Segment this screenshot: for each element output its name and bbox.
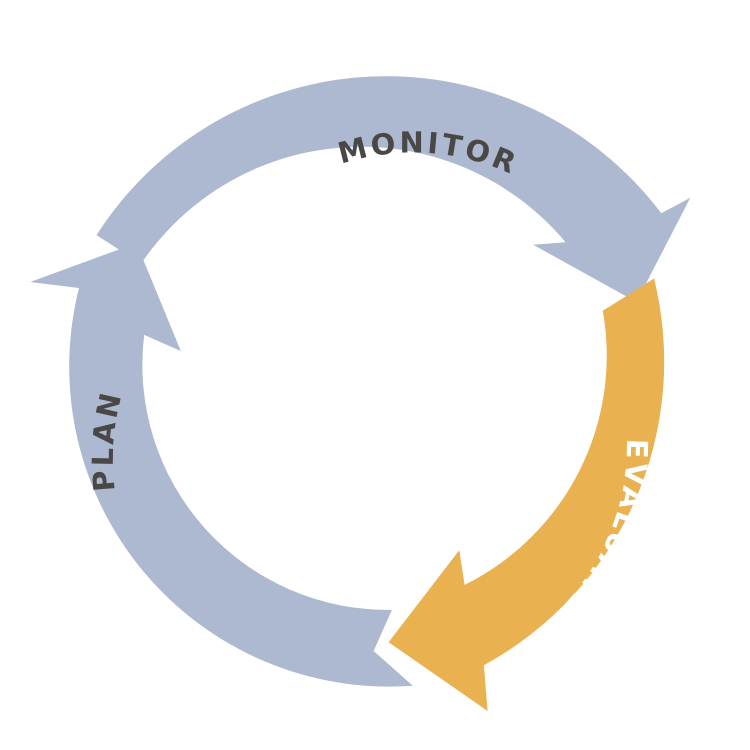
monitor-stage: MONITOR [96, 76, 691, 302]
plan-label: PLAN [86, 387, 129, 493]
plan-arrow [30, 243, 413, 687]
plan-stage: PLAN [30, 243, 413, 687]
monitor-arrow [96, 76, 691, 302]
evaluate-stage: EVALUATE [388, 278, 665, 711]
evaluate-arrow [388, 278, 665, 711]
